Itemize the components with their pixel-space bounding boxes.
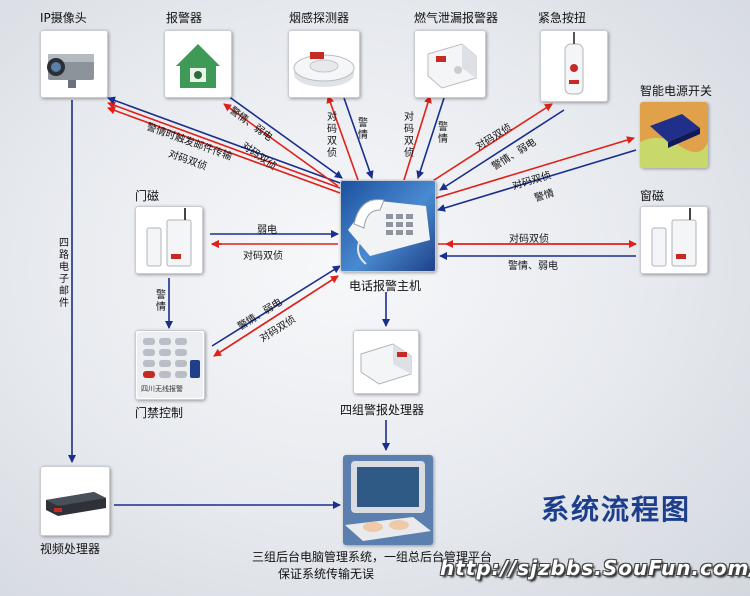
access-control-label: 门禁控制 [135,406,184,420]
alarm-red-line [223,103,339,187]
link-label-smoke-alarm: 警情 [358,118,368,141]
smart-power-switch-label: 智能电源开关 [640,84,713,98]
link-label-gas-dual-code: 对码双侦 [404,112,414,159]
smoke-blue-line [343,97,374,179]
ip-camera-label: IP摄像头 [40,11,87,25]
link-label-window-dual-code: 对码双侦 [509,234,549,245]
alarm-blue-line [227,95,343,179]
link-label-door-keypad-alarm: 警情 [156,290,166,313]
keypad-blue-line [211,265,341,347]
smoke-detector-icon [288,30,360,98]
video-processor-icon [40,466,110,536]
link-label-door-dual-code: 对码双侦 [243,251,283,262]
watermark-url: http://sjzbbs.SouFun.com/ [440,556,750,580]
link-label-gas-alarm: 警情 [438,122,448,145]
camera-blue-line [107,96,341,184]
smart-power-switch-icon [640,102,708,168]
access-control-keypad: 四川无线报警 [135,330,205,400]
link-label-door-low-power: 弱电 [257,225,277,236]
system-caption-line1: 三组后台电脑管理系统，一组总后台管理平台 [252,550,493,564]
power-red-line [435,136,635,199]
camera-red-line-2 [107,106,341,194]
emergency-button-icon [540,30,608,102]
alarm-label: 报警器 [166,11,203,25]
door-magnet-label: 门磁 [135,189,160,203]
phone-alarm-host-label: 电话报警主机 [349,279,422,293]
system-caption-line2: 保证系统传输无误 [278,567,375,581]
link-label-window-alarm-low: 警情、弱电 [508,261,558,272]
power-blue-line [437,149,637,212]
emergency-button-label: 紧急按扭 [538,11,587,25]
door-magnet-icon [135,206,203,274]
link-label-smoke-dual-code: 对码双侦 [327,112,337,159]
gas-leak-alarm-label: 燃气泄漏报警器 [414,11,499,25]
four-group-processor-icon [353,330,419,394]
gas-red-line [403,95,432,181]
camera-red-line-1 [107,101,341,189]
ip-camera-icon [40,30,108,98]
button-blue-line [439,109,565,191]
four-group-processor-label: 四组警报处理器 [340,403,425,417]
alarm-icon [164,30,232,98]
management-computer-icon [343,455,433,545]
gas-leak-alarm-icon [414,30,486,98]
video-processor-label: 视频处理器 [40,542,101,556]
diagram-title: 系统流程图 [541,493,692,526]
phone-alarm-host-icon [340,180,436,272]
button-red-line [427,103,553,185]
window-magnet-icon [640,206,708,274]
window-magnet-label: 窗磁 [640,189,665,203]
smoke-red-line [326,95,359,181]
link-label-camera-email-vertical: 四路电子邮件 [59,238,69,309]
keypad-red-line-b [213,275,339,357]
keypad-brand: 四川无线报警 [141,385,183,393]
gas-blue-line [416,97,445,179]
smoke-detector-label: 烟感探测器 [289,11,350,25]
